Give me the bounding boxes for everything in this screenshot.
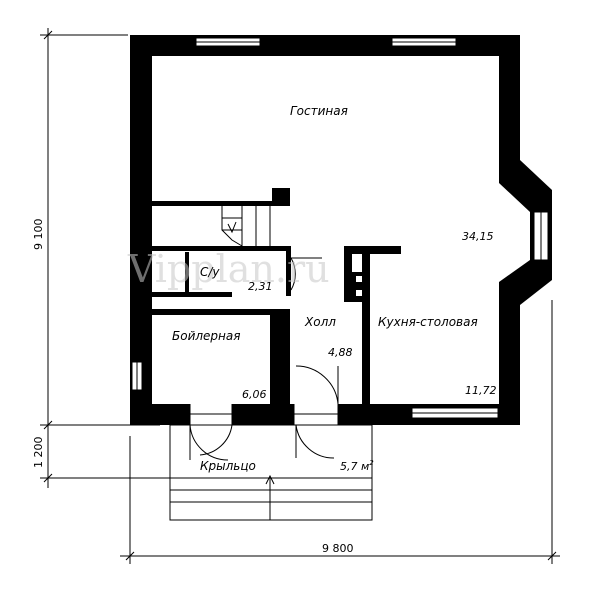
room-area-porch: 5,7 м2 xyxy=(340,459,374,473)
room-name-living: Гостиная xyxy=(290,104,348,118)
porch-area-value: 5,7 м xyxy=(340,460,369,473)
dim-height-main: 9 100 xyxy=(32,219,45,251)
room-area-wc: 2,31 xyxy=(248,280,273,293)
interior-walls xyxy=(152,188,401,410)
dim-width: 9 800 xyxy=(322,542,354,555)
room-area-boiler: 6,06 xyxy=(242,388,267,401)
room-name-porch: Крыльцо xyxy=(200,459,256,473)
room-area-hall: 4,88 xyxy=(328,346,353,359)
chimney-vents xyxy=(160,258,362,304)
room-area-living: 34,15 xyxy=(462,230,494,243)
room-name-kitchen: Кухня-столовая xyxy=(378,315,478,329)
dimension-lines xyxy=(40,28,560,564)
watermark-text: Vipplan.ru xyxy=(127,247,330,291)
dim-height-porch: 1 200 xyxy=(32,437,45,469)
wc-door xyxy=(290,257,322,291)
room-labels: Гостиная 34,15 С/у 2,31 Бойлерная 6,06 Х… xyxy=(172,104,497,473)
staircase xyxy=(221,206,271,247)
dimension-labels: 9 100 1 200 9 800 xyxy=(32,219,354,556)
windows xyxy=(131,37,549,419)
room-area-kitchen: 11,72 xyxy=(465,384,497,397)
entry-doors xyxy=(189,365,339,461)
room-name-wc: С/у xyxy=(200,265,220,279)
porch-area-exponent: 2 xyxy=(369,459,374,467)
porch xyxy=(169,424,373,521)
room-name-hall: Холл xyxy=(304,315,336,329)
room-name-boiler: Бойлерная xyxy=(172,329,240,343)
